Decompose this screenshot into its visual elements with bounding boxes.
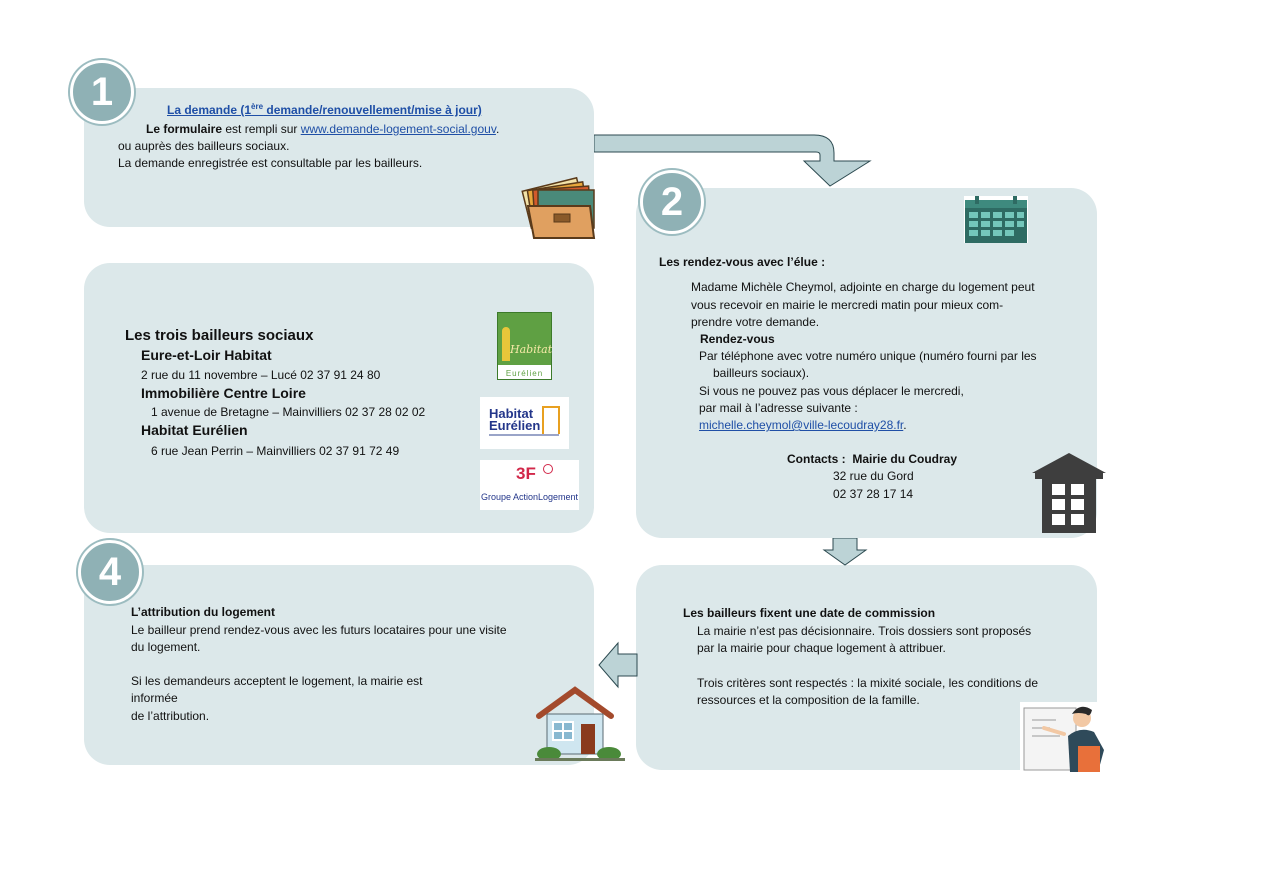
bailleur-2-name: Immobilière Centre Loire: [141, 385, 306, 401]
arrow-step3-to-step4: [598, 640, 638, 690]
building-icon: [1030, 451, 1108, 535]
arrow-step1-to-step2: [593, 133, 894, 193]
bailleur-3-address: 6 rue Jean Perrin – Mainvilliers 02 37 9…: [151, 444, 400, 458]
step2-phone: 02 37 28 17 14: [833, 487, 914, 501]
demande-logement-link[interactable]: www.demande-logement-social.gouv: [300, 122, 496, 136]
step2-p2: vous recevoir en mairie le mercredi mati…: [691, 298, 1004, 312]
step1-card: [84, 88, 594, 227]
step1-line2: ou auprès des bailleurs sociaux.: [118, 139, 290, 153]
step2-address: 32 rue du Gord: [833, 469, 914, 483]
logo2-line2: Eurélien: [489, 418, 541, 433]
person-whiteboard-icon: [1020, 702, 1112, 772]
logo3-sub: Groupe ActionLogement: [480, 492, 579, 502]
logo2-line1: Habitat: [489, 406, 534, 421]
3f-groupe-action-logement-logo: 3F Groupe ActionLogement: [480, 460, 579, 510]
step1-title: La demande (1ère demande/renouvellement/…: [167, 102, 482, 117]
bailleur-2-address: 1 avenue de Bretagne – Mainvilliers 02 3…: [151, 405, 426, 419]
step1-line3: La demande enregistrée est consultable p…: [118, 156, 423, 170]
step3-title: Les bailleurs fixent une date de commiss…: [683, 606, 936, 620]
bailleur-1-address: 2 rue du 11 novembre – Lucé 02 37 91 24 …: [141, 368, 381, 382]
logo3-main: 3F: [516, 464, 536, 483]
bailleurs-title: Les trois bailleurs sociaux: [125, 327, 314, 344]
logo1-sub: Eurélien: [505, 369, 544, 378]
bailleur-1-name: Eure-et-Loir Habitat: [141, 347, 272, 363]
bailleur-3-name: Habitat Eurélien: [141, 422, 248, 438]
habitat-eurelien-logo: Habitat Eurélien: [480, 397, 569, 449]
folders-icon: [520, 176, 602, 240]
step2-rdv1: Par téléphone avec votre numéro unique (…: [699, 349, 1037, 363]
step4-title: L’attribution du logement: [131, 605, 275, 619]
eure-et-loir-habitat-logo: Habitat Eurélien: [497, 312, 552, 380]
step3-l2: par la mairie pour chaque logement à att…: [697, 641, 946, 655]
calendar-icon: [963, 195, 1029, 244]
step4-l3: Si les demandeurs acceptent le logement,…: [131, 674, 423, 688]
step2-rdv3: Si vous ne pouvez pas vous déplacer le m…: [699, 384, 964, 398]
house-icon: [535, 686, 625, 762]
step4-l2: du logement.: [131, 640, 201, 654]
step2-number-badge: 2: [640, 170, 704, 234]
step2-rdv2: bailleurs sociaux).: [713, 366, 810, 380]
step2-p3: prendre votre demande.: [691, 315, 820, 329]
step2-rdv4: par mail à l’adresse suivante :: [699, 401, 858, 415]
step2-rdv-title: Rendez-vous: [700, 332, 775, 346]
step2-email-line: michelle.cheymol@ville-lecoudray28.fr.: [699, 418, 907, 432]
step2-title: Les rendez-vous avec l’élue :: [659, 255, 826, 269]
step1-form-line: Le formulaire est rempli sur www.demande…: [146, 122, 500, 136]
step4-l5: de l’attribution.: [131, 709, 210, 723]
step3-l4: ressources et la composition de la famil…: [697, 693, 920, 707]
step2-card: [636, 188, 1097, 538]
step2-contacts: Contacts : Mairie du Coudray: [787, 452, 958, 466]
step4-number-badge: 4: [78, 540, 142, 604]
step3-l1: La mairie n’est pas décisionnaire. Trois…: [697, 624, 1032, 638]
step2-p1: Madame Michèle Cheymol, adjointe en char…: [691, 280, 1035, 294]
step4-card: [84, 565, 594, 765]
arrow-step2-to-step3: [820, 537, 870, 566]
step4-l4: informée: [131, 691, 178, 705]
step1-number-badge: 1: [70, 60, 134, 124]
logo1-word: Habitat: [510, 343, 553, 356]
email-link[interactable]: michelle.cheymol@ville-lecoudray28.fr: [699, 418, 904, 432]
step4-l1: Le bailleur prend rendez-vous avec les f…: [131, 623, 507, 637]
step3-l3: Trois critères sont respectés : la mixit…: [697, 676, 1039, 690]
